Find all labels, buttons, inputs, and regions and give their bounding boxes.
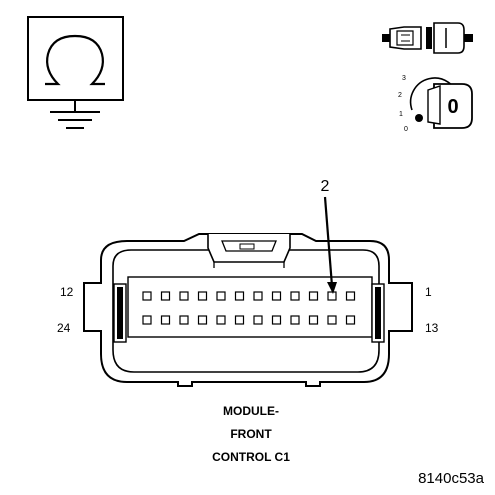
right-lock-tab [371, 283, 385, 343]
pin-cavity [160, 315, 171, 325]
switch-position-1: 1 [399, 111, 403, 118]
pin-cavity [216, 315, 226, 325]
pin-cavity [327, 315, 337, 325]
key-position-label: 0 [447, 96, 458, 118]
pin-cavity [271, 291, 282, 301]
pin-cavity [142, 315, 152, 325]
ignition-key-icon: 0 3 2 1 0 [398, 75, 473, 133]
figure-reference: 8140c53a [418, 470, 485, 487]
pin-cavity [160, 291, 171, 301]
switch-position-0: 0 [404, 126, 408, 133]
callout-arrow: 2 [321, 178, 337, 294]
pin-cavity [253, 315, 263, 325]
pin-cavity [179, 315, 189, 325]
switch-position-2: 2 [398, 92, 402, 99]
pin-cavity [308, 315, 319, 325]
pin-cavity [234, 291, 245, 301]
switch-position-3: 3 [402, 75, 406, 82]
pin-cavity [290, 291, 300, 301]
callout-number: 2 [321, 178, 330, 195]
caption-line-2: FRONT [230, 427, 272, 441]
pin-cavity [234, 315, 245, 325]
pin-cavity [345, 315, 356, 325]
pin-cavity [308, 291, 319, 301]
pin-cavity [197, 315, 208, 325]
left-lock-tab [113, 283, 127, 343]
pin-cavity [271, 315, 282, 325]
pin-cavity [290, 315, 300, 325]
pin-cavity [216, 291, 226, 301]
pin-grid [142, 291, 356, 325]
disconnected-connector-icon [382, 22, 473, 54]
pin-cavity [197, 291, 208, 301]
pin-label-top-left: 12 [60, 285, 74, 299]
caption-line-3: CONTROL C1 [212, 450, 290, 464]
pin-label-top-right: 1 [425, 285, 432, 299]
pin-cavity [253, 291, 263, 301]
connector-body [83, 233, 413, 387]
pin-cavity [345, 291, 356, 301]
pin-label-bottom-right: 13 [425, 321, 439, 335]
pin-label-bottom-left: 24 [57, 321, 71, 335]
ohm-ground-icon [27, 16, 124, 129]
pin-cavity [142, 291, 152, 301]
caption-line-1: MODULE- [223, 404, 279, 418]
pin-cavity-highlighted [327, 291, 337, 301]
pin-cavity [179, 291, 189, 301]
